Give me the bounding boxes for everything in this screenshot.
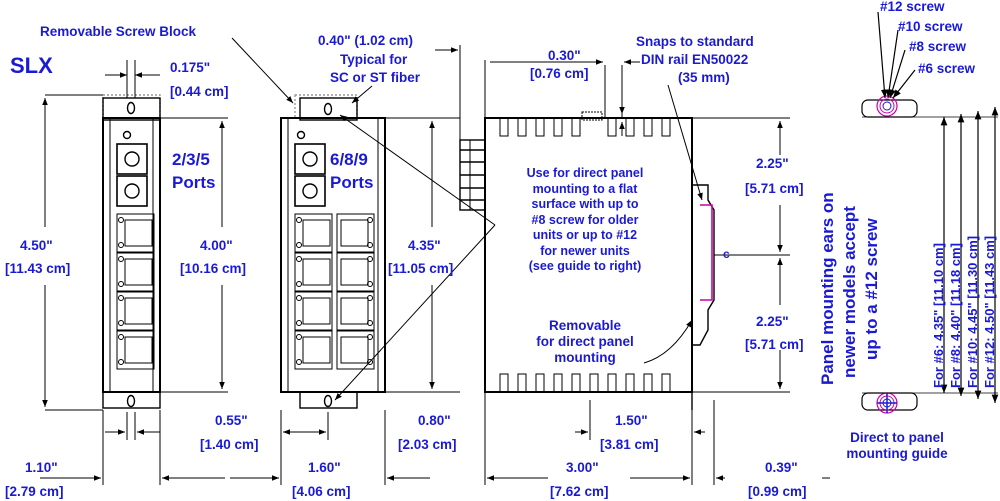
screw-6-label: #6 screw bbox=[918, 61, 976, 76]
model-title: SLX bbox=[10, 53, 53, 78]
dim-width-small-in: 1.10" bbox=[25, 460, 58, 475]
small-unit bbox=[102, 94, 161, 409]
ears-note-line2: newer models accept bbox=[840, 206, 859, 378]
din-snap-line2: DIN rail EN50022 bbox=[641, 52, 749, 67]
small-body bbox=[102, 117, 161, 393]
screw-table-row-10: For #10: 4.45" [11.30 cm] bbox=[965, 235, 980, 388]
ports-large-line1: 6/8/9 bbox=[330, 150, 368, 169]
ports-small-line1: 2/3/5 bbox=[172, 150, 210, 169]
dim-rail-upper-in: 2.25" bbox=[756, 156, 789, 171]
small-top-slot bbox=[126, 101, 136, 115]
screw-10-label: #10 screw bbox=[898, 19, 963, 34]
dim-width-small-cm: [2.79 cm] bbox=[5, 484, 64, 499]
dim-body-height-in: 4.35" bbox=[408, 238, 441, 253]
ports-large-line2: Ports bbox=[330, 173, 374, 192]
large-unit bbox=[280, 94, 386, 409]
fiber-typical-line1: Typical for bbox=[340, 52, 408, 67]
dim-rail-offset-cm: [3.81 cm] bbox=[600, 437, 659, 452]
dim-width-large-in: 1.60" bbox=[308, 460, 341, 475]
dim-hole-offset-small-in: 0.55" bbox=[215, 413, 248, 428]
panel-guide-label: Direct to panel mounting guide bbox=[846, 430, 948, 461]
dim-rail-upper-cm: [5.71 cm] bbox=[745, 181, 804, 196]
dim-rail-lower-in: 2.25" bbox=[756, 314, 789, 329]
side-body bbox=[484, 117, 693, 393]
rail-center-mark: c bbox=[723, 247, 730, 261]
dim-rail-offset-in: 1.50" bbox=[615, 413, 648, 428]
small-bottom-slot bbox=[126, 394, 136, 408]
dim-depth-cm: [7.62 cm] bbox=[550, 484, 609, 499]
screw-12-label: #12 screw bbox=[880, 0, 945, 14]
screw-guide bbox=[861, 11, 999, 414]
dim-fiber-offset: 0.40" (1.02 cm) bbox=[318, 33, 413, 48]
dim-hole-offset-large-in: 0.80" bbox=[418, 413, 451, 428]
dim-ear-width-cm: [0.44 cm] bbox=[170, 84, 229, 99]
large-bottom-slot bbox=[323, 394, 333, 408]
dim-hole-offset-small-cm: [1.40 cm] bbox=[200, 437, 259, 452]
dim-hole-spacing-in: 4.00" bbox=[200, 238, 233, 253]
dim-rail-lower-cm: [5.71 cm] bbox=[745, 337, 804, 352]
dimension-lines bbox=[40, 37, 830, 485]
din-snap-line1: Snaps to standard bbox=[636, 34, 754, 49]
large-top-slot bbox=[323, 102, 333, 116]
dim-depth-top-cm: [0.76 cm] bbox=[530, 66, 589, 81]
fiber-typical-line2: SC or ST fiber bbox=[330, 70, 421, 85]
dim-depth-in: 3.00" bbox=[566, 460, 599, 475]
dim-body-height-cm: [11.05 cm] bbox=[388, 261, 454, 276]
screw-8-label: #8 screw bbox=[909, 39, 967, 54]
dim-depth-top-in: 0.30" bbox=[548, 48, 581, 63]
screw-table-row-8: For #8: 4.40" [11.18 cm] bbox=[948, 243, 963, 388]
dim-width-large-cm: [4.06 cm] bbox=[292, 484, 351, 499]
ears-note-line3: up to a #12 screw bbox=[862, 218, 881, 360]
ports-small-line2: Ports bbox=[172, 173, 216, 192]
din-snap-line3: (35 mm) bbox=[678, 70, 730, 85]
side-view bbox=[459, 111, 715, 410]
screw-table-row-12: For #12: 4.50" [11.43 cm] bbox=[982, 235, 997, 388]
din-rail bbox=[700, 204, 713, 301]
dim-rail-depth-in: 0.39" bbox=[765, 460, 798, 475]
dim-hole-spacing-cm: [10.16 cm] bbox=[180, 261, 247, 276]
dim-hole-offset-large-cm: [2.03 cm] bbox=[398, 437, 457, 452]
removable-screw-block-label: Removable Screw Block bbox=[40, 24, 197, 39]
dim-rail-depth-cm: [0.99 cm] bbox=[748, 484, 807, 499]
dim-ear-width-in: 0.175" bbox=[170, 60, 211, 75]
screw-table-row-6: For #6: 4.35" [11.10 cm] bbox=[931, 243, 946, 388]
ears-note-line1: Panel mounting ears on bbox=[818, 192, 837, 385]
dim-overall-height-cm: [11.43 cm] bbox=[5, 261, 71, 276]
dim-overall-height-in: 4.50" bbox=[20, 238, 53, 253]
removable-mount-note: Removable for direct panel mounting bbox=[536, 318, 634, 365]
direct-mount-note: Use for direct panel mounting to a flat … bbox=[526, 166, 644, 273]
